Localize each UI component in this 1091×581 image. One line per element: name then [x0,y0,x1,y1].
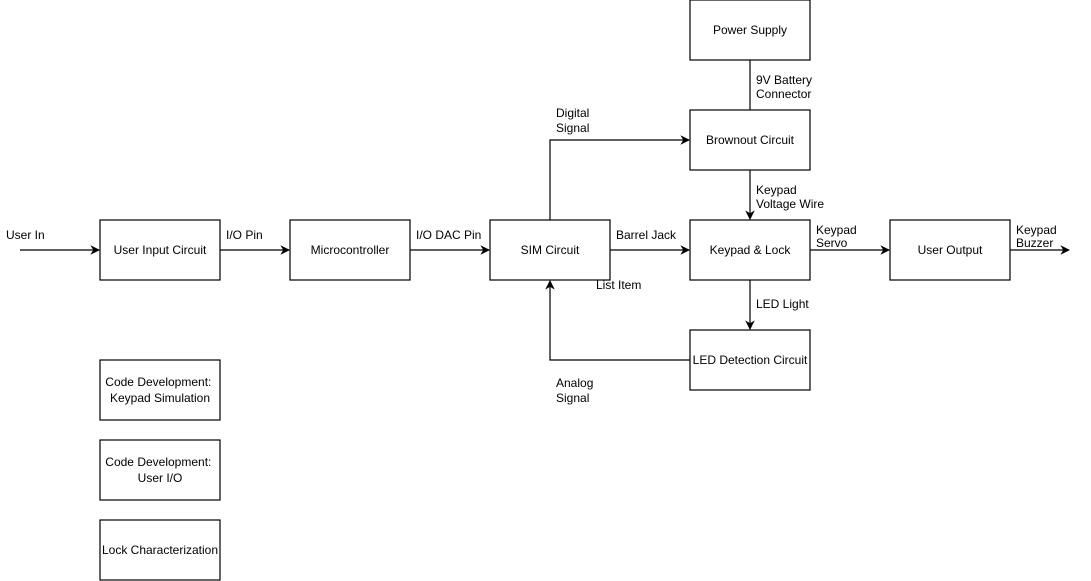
power-supply-box: Power Supply [689,0,811,61]
brownout-circuit-box: Brownout Circuit [689,109,811,171]
keypad-lock-box: Keypad & Lock [689,219,811,281]
user-input-circuit-box: User Input Circuit [99,219,221,281]
edge-led-to-sim [545,280,690,361]
label-battery-connector: 9V Battery Connector [756,73,815,101]
label-digital-signal: Digital Signal [556,106,593,135]
power-supply-label: Power Supply [713,23,787,37]
label-analog-signal: Analog Signal [556,376,597,405]
label-keypad-servo: Keypad Servo [816,223,860,250]
sim-circuit-box: SIM Circuit [489,219,611,281]
code-user-io-label: Code Development: User I/O [105,455,214,485]
code-keypad-simulation-box: Code Development: Keypad Simulation [99,359,221,421]
label-barrel-jack: Barrel Jack [616,228,677,242]
label-io-dac-pin: I/O DAC Pin [416,228,481,242]
edges [20,60,1070,361]
label-list-item: List Item [596,278,641,292]
lock-characterization-label: Lock Characterization [102,543,218,557]
label-led-light: LED Light [756,297,809,311]
label-io-pin: I/O Pin [226,228,263,242]
keypad-lock-label: Keypad & Lock [710,243,792,257]
sim-circuit-label: SIM Circuit [521,243,580,257]
led-detection-circuit-box: LED Detection Circuit [689,329,811,391]
lock-characterization-box: Lock Characterization [99,519,221,581]
user-input-circuit-label: User Input Circuit [114,243,207,257]
user-output-box: User Output [889,219,1011,281]
led-detection-circuit-label: LED Detection Circuit [693,353,808,367]
edge-sim-to-brownout [549,135,690,220]
code-keypad-simulation-label: Code Development: Keypad Simulation [105,375,214,405]
microcontroller-box: Microcontroller [289,219,411,281]
edge-labels: User In I/O Pin I/O DAC Pin 9V Battery C… [6,73,1060,405]
brownout-circuit-label: Brownout Circuit [706,133,795,147]
label-keypad-voltage-wire: Keypad Voltage Wire [756,183,824,211]
microcontroller-label: Microcontroller [311,243,390,257]
code-user-io-box: Code Development: User I/O [99,439,221,501]
nodes: Power Supply Brownout Circuit User Input… [99,0,1011,581]
user-output-label: User Output [918,243,983,257]
label-user-in: User In [6,228,45,242]
label-keypad-buzzer: Keypad Buzzer [1016,223,1060,250]
